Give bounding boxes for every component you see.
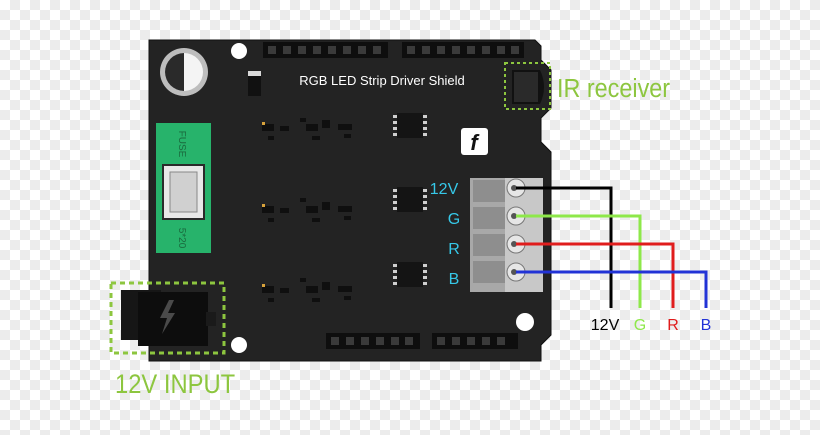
terminal-label-r: R [448, 241, 460, 258]
ir-receiver-label: IR receiver [557, 75, 670, 103]
logo-glyph: f [470, 130, 480, 155]
header-top-right [402, 42, 524, 58]
terminal-block [470, 178, 543, 292]
wire-label-b: B [701, 317, 712, 334]
fuse-label-bottom: 5*20 [176, 228, 187, 249]
wire-g [516, 214, 642, 308]
wire-b [516, 270, 708, 308]
smd-component [248, 71, 261, 96]
terminal-label-b: B [449, 271, 460, 288]
terminal-label-12v: 12V [430, 181, 459, 198]
mounting-hole [516, 313, 534, 331]
pcb-board [148, 39, 552, 362]
ir-receiver-sensor [504, 62, 551, 110]
fuse-label-top: FUSE [176, 131, 187, 158]
ic-chip [393, 187, 427, 212]
terminal-label-g: G [448, 211, 460, 228]
header-top-left [263, 42, 388, 58]
wire-label-g: G [634, 317, 646, 334]
ic-chip [393, 262, 427, 287]
wire-label-r: R [667, 317, 679, 334]
mounting-hole [231, 43, 247, 59]
wire-r [516, 242, 675, 308]
fuse-holder: FUSE 5*20 [156, 123, 211, 253]
board-title: RGB LED Strip Driver Shield [299, 73, 464, 88]
wire-12v [516, 186, 613, 308]
lightning-bolt-icon [160, 300, 175, 334]
header-bottom-left [326, 333, 420, 349]
ic-chip [393, 113, 427, 138]
header-bottom-right [432, 333, 518, 349]
power-input-label: 12V INPUT [115, 370, 235, 400]
power-jack [109, 281, 226, 355]
mounting-hole [231, 337, 247, 353]
dfrobot-logo-icon: f [461, 128, 488, 155]
wire-label-12v: 12V [591, 317, 620, 334]
driver-components [262, 118, 352, 302]
capacitor [160, 48, 208, 96]
